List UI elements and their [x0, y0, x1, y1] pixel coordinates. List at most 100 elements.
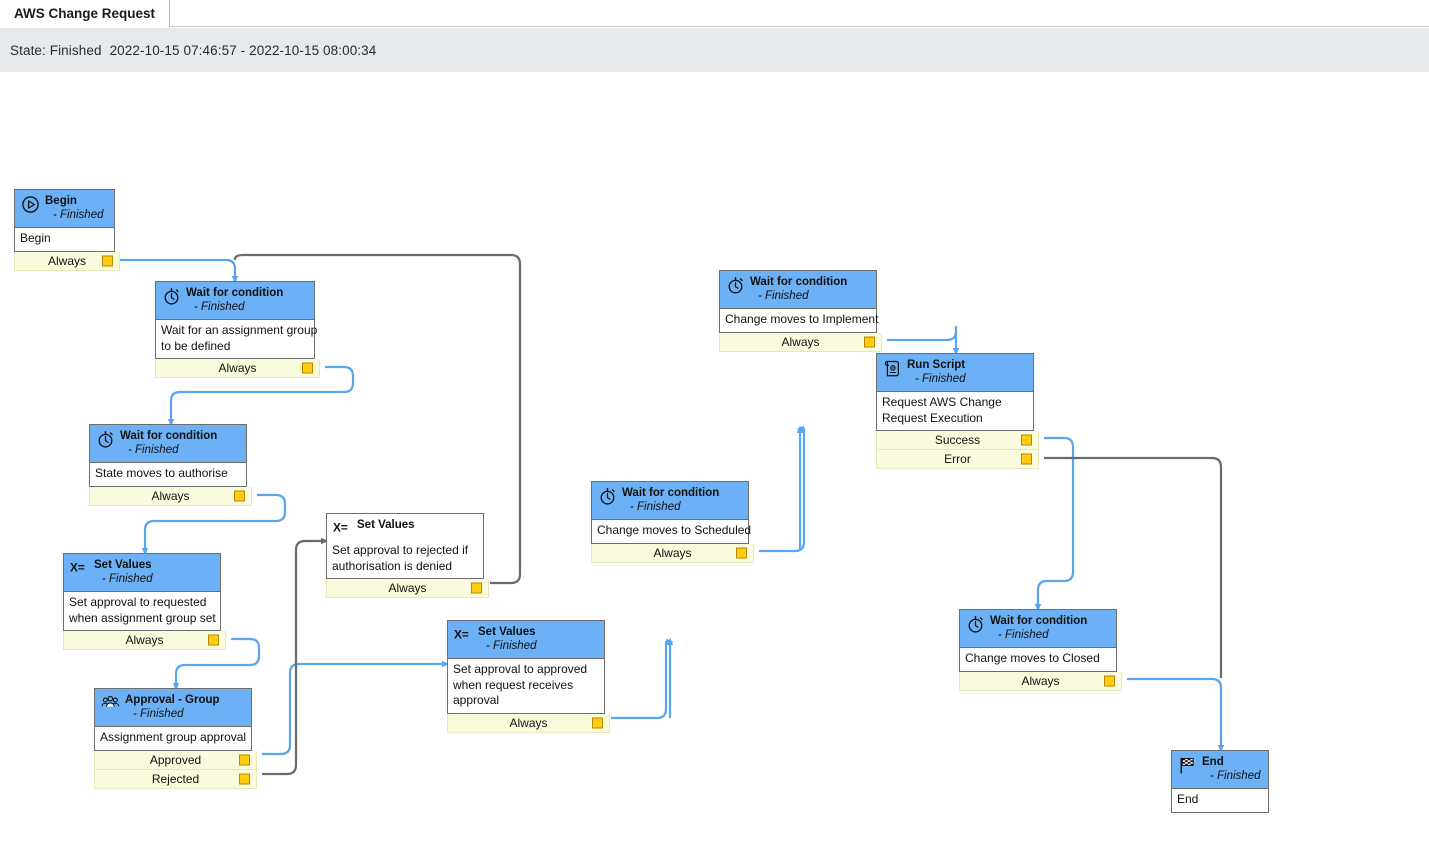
status-time-range: 2022-10-15 07:46:57 - 2022-10-15 08:00:3…	[109, 42, 377, 58]
node-output-handle[interactable]	[471, 582, 482, 594]
node-output-label: Always	[1021, 673, 1060, 688]
node-output-handle[interactable]	[239, 754, 250, 766]
node-header: Wait for condition- Finished	[90, 425, 246, 464]
node-title-wrap: Wait for condition- Finished	[990, 614, 1087, 642]
node-body: End	[1172, 789, 1268, 812]
node-output-label: Always	[47, 253, 86, 268]
node-output-always[interactable]: Always	[89, 486, 252, 506]
node-header: Approval - Group- Finished	[95, 689, 251, 728]
node-output-handle[interactable]	[234, 490, 245, 502]
stopwatch-icon	[96, 430, 115, 449]
node-output-always[interactable]: Always	[959, 671, 1122, 691]
node-header: End- Finished	[1172, 751, 1268, 790]
node-title-wrap: Wait for condition- Finished	[186, 286, 283, 314]
node-output-always[interactable]: Always	[63, 631, 226, 651]
edge-approval-approved-to-set-approved	[262, 660, 450, 756]
node-output-handle[interactable]	[239, 773, 250, 785]
node-output-handle[interactable]	[208, 634, 219, 646]
node-output-label: Always	[151, 488, 190, 503]
node-body: Assignment group approval	[95, 727, 251, 750]
node-output-handle[interactable]	[736, 547, 747, 559]
node-title-wrap: Approval - Group- Finished	[125, 693, 220, 721]
node-output-handle[interactable]	[102, 255, 113, 267]
node-output-always[interactable]: Always	[14, 251, 120, 271]
node-output-always[interactable]: Always	[155, 359, 320, 379]
node-title: Begin	[45, 195, 77, 207]
node-output-label: Always	[509, 715, 548, 730]
node-output-handle[interactable]	[302, 362, 313, 374]
node-output-label: Approved	[149, 752, 202, 767]
node-output-label: Always	[653, 545, 692, 560]
node-body: Change moves to Implement	[720, 309, 878, 332]
node-header: X= Set Values- Finished	[448, 621, 604, 660]
node-output-approved[interactable]: Approved	[94, 750, 257, 770]
node-title: Wait for condition	[750, 276, 848, 288]
svg-text:X=: X=	[70, 560, 85, 574]
svg-text:X=: X=	[333, 520, 348, 534]
node-title: Set Values	[478, 626, 536, 638]
node-body-line: Set approval to rejected if	[332, 543, 469, 557]
node-output-handle[interactable]	[1104, 675, 1115, 687]
node-subtitle: - Finished	[486, 639, 537, 652]
set-values-icon: X=	[70, 559, 89, 578]
node-header: Wait for condition- Finished	[960, 610, 1116, 649]
node-output-handle[interactable]	[864, 336, 875, 348]
edge-run-script-success-to-wait-closed	[1034, 436, 1075, 612]
node-header: Wait for condition- Finished	[720, 271, 876, 310]
node-body: Begin	[15, 228, 114, 251]
node-output-rejected[interactable]: Rejected	[94, 769, 257, 789]
node-subtitle: - Finished	[630, 500, 681, 513]
tab-aws-change-request[interactable]: AWS Change Request	[0, 0, 171, 27]
node-output-always[interactable]: Always	[719, 332, 882, 352]
status-state: State: Finished	[10, 42, 102, 58]
node-output-success[interactable]: Success	[876, 431, 1039, 451]
node-title-wrap: Begin- Finished	[45, 194, 104, 222]
node-output-always[interactable]: Always	[591, 543, 754, 563]
node-subtitle: - Finished	[133, 707, 184, 720]
checkered-flag-icon	[1178, 756, 1197, 775]
node-body-line: End	[1177, 792, 1199, 807]
node-output-handle[interactable]	[592, 717, 603, 729]
node-body-line: Set approval to requested	[69, 595, 207, 610]
node-title: Set Values	[357, 519, 415, 531]
node-body-line: State moves to authorise	[95, 466, 228, 481]
node-output-error[interactable]: Error	[876, 450, 1039, 470]
node-body-line: Request Execution	[882, 410, 983, 425]
node-output-handle[interactable]	[1021, 453, 1032, 465]
node-title-wrap: End- Finished	[1202, 755, 1261, 783]
node-output-handle[interactable]	[1021, 434, 1032, 446]
stopwatch-icon	[598, 487, 617, 506]
svg-text:X=: X=	[454, 627, 469, 641]
node-output-always[interactable]: Always	[326, 579, 489, 599]
node-body-line: Set approval to approved	[453, 662, 588, 677]
tab-bar: AWS Change Request	[0, 0, 1429, 27]
node-subtitle: - Finished	[102, 572, 153, 585]
node-output-always[interactable]: Always	[447, 713, 610, 733]
node-title: Run Script	[907, 359, 966, 371]
